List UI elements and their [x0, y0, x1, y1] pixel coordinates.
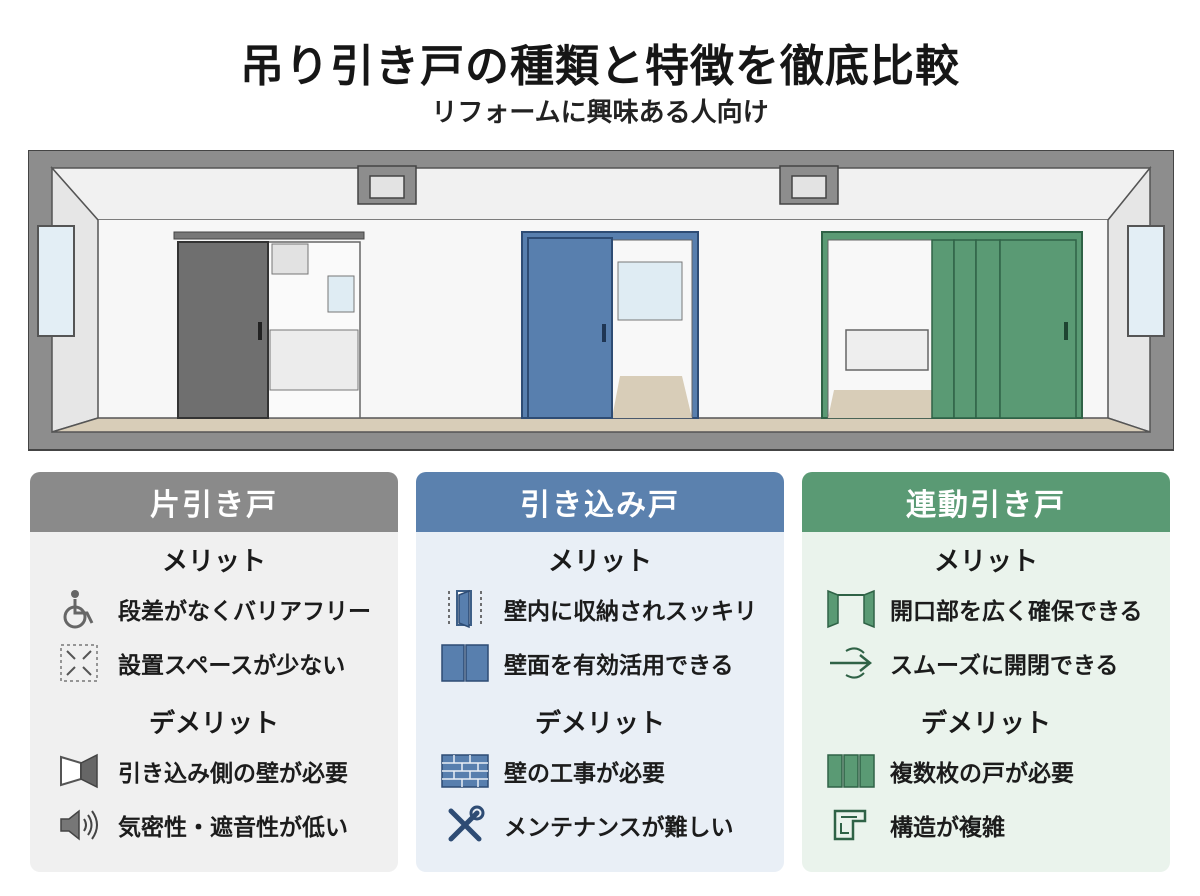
green-door-1	[931, 239, 955, 419]
rail-1	[173, 231, 365, 240]
demerit-item: 複数枚の戸が必要	[802, 744, 1170, 798]
interior-illustration	[28, 150, 1174, 451]
merit-item: 開口部を広く確保できる	[802, 582, 1170, 636]
ceiling	[50, 167, 1152, 221]
wall-panel-icon	[440, 640, 490, 686]
ceiling-rail-1	[357, 165, 417, 205]
green-door-3	[975, 239, 1001, 419]
panel-pocket-door: 引き込み戸 メリット 壁内に収納されスッキリ 壁面を有効活用できる デメリット …	[416, 472, 784, 872]
blue-door	[527, 237, 613, 419]
blue-room-window	[617, 261, 683, 321]
green-door-handle	[1064, 322, 1068, 340]
panel-title: 連動引き戸	[802, 472, 1170, 532]
right-window	[1127, 225, 1165, 337]
blue-room-floor	[612, 376, 692, 418]
demerit-item: 構造が複雑	[802, 798, 1170, 852]
demerit-text: 構造が複雑	[890, 815, 1005, 841]
merit-item: スムーズに開閉できる	[802, 636, 1170, 690]
demerit-text: 複数枚の戸が必要	[890, 761, 1074, 787]
smooth-slide-icon	[826, 640, 876, 686]
ceiling-rail-2	[779, 165, 839, 205]
merit-text: 開口部を広く確保できる	[890, 599, 1143, 625]
panel-single-sliding: 片引き戸 メリット 段差がなくバリアフリー 設置スペースが少ない デメリット 引…	[30, 472, 398, 872]
demerit-text: 気密性・遮音性が低い	[118, 815, 348, 841]
demerit-heading: デメリット	[148, 709, 279, 739]
gray-door-handle	[258, 322, 262, 340]
door-in-wall-icon	[440, 586, 490, 632]
demerit-heading: デメリット	[534, 709, 665, 739]
compact-arrows-icon	[54, 640, 104, 686]
demerit-text: メンテナンスが難しい	[504, 815, 734, 841]
floor	[51, 417, 1151, 433]
merit-text: スムーズに開閉できる	[890, 653, 1119, 679]
panel-title: 引き込み戸	[416, 472, 784, 532]
panel-linked-sliding: 連動引き戸 メリット 開口部を広く確保できる スムーズに開閉できる デメリット …	[802, 472, 1170, 872]
multi-panel-icon	[826, 748, 876, 794]
wheelchair-icon	[54, 586, 104, 632]
kitchen-counter	[269, 329, 359, 391]
demerit-heading: デメリット	[920, 709, 1051, 739]
demerit-text: 引き込み側の壁が必要	[118, 761, 348, 787]
wall-side-icon	[54, 748, 104, 794]
green-room-floor	[828, 390, 932, 418]
demerit-item: メンテナンスが難しい	[416, 798, 784, 852]
sofa	[845, 329, 929, 371]
merit-text: 壁内に収納されスッキリ	[504, 599, 757, 625]
page-subtitle: リフォームに興味ある人向け	[431, 98, 769, 128]
demerit-item: 気密性・遮音性が低い	[30, 798, 398, 852]
panel-title: 片引き戸	[30, 472, 398, 532]
merit-item: 壁面を有効活用できる	[416, 636, 784, 690]
demerit-text: 壁の工事が必要	[504, 761, 665, 787]
merit-text: 壁面を有効活用できる	[504, 653, 734, 679]
merit-heading: メリット	[933, 547, 1038, 577]
merit-text: 段差がなくバリアフリー	[118, 599, 371, 625]
green-door-2	[953, 239, 977, 419]
demerit-item: 壁の工事が必要	[416, 744, 784, 798]
kitchen-window	[327, 275, 355, 313]
merit-text: 設置スペースが少ない	[118, 653, 346, 679]
page-title: 吊り引き戸の種類と特徴を徹底比較	[240, 41, 960, 92]
wide-opening-icon	[826, 586, 876, 632]
left-window	[37, 225, 75, 337]
tools-icon	[440, 802, 490, 848]
blue-door-handle	[602, 324, 606, 342]
merit-heading: メリット	[161, 547, 266, 577]
complex-structure-icon	[826, 802, 876, 848]
kitchen-hood	[271, 243, 309, 275]
speaker-icon	[54, 802, 104, 848]
green-door-4	[999, 239, 1077, 419]
merit-item: 壁内に収納されスッキリ	[416, 582, 784, 636]
demerit-item: 引き込み側の壁が必要	[30, 744, 398, 798]
gray-door	[177, 241, 269, 419]
merit-item: 段差がなくバリアフリー	[30, 582, 398, 636]
green-room	[827, 239, 933, 419]
merit-item: 設置スペースが少ない	[30, 636, 398, 690]
brick-wall-icon	[440, 748, 490, 794]
merit-heading: メリット	[547, 547, 652, 577]
